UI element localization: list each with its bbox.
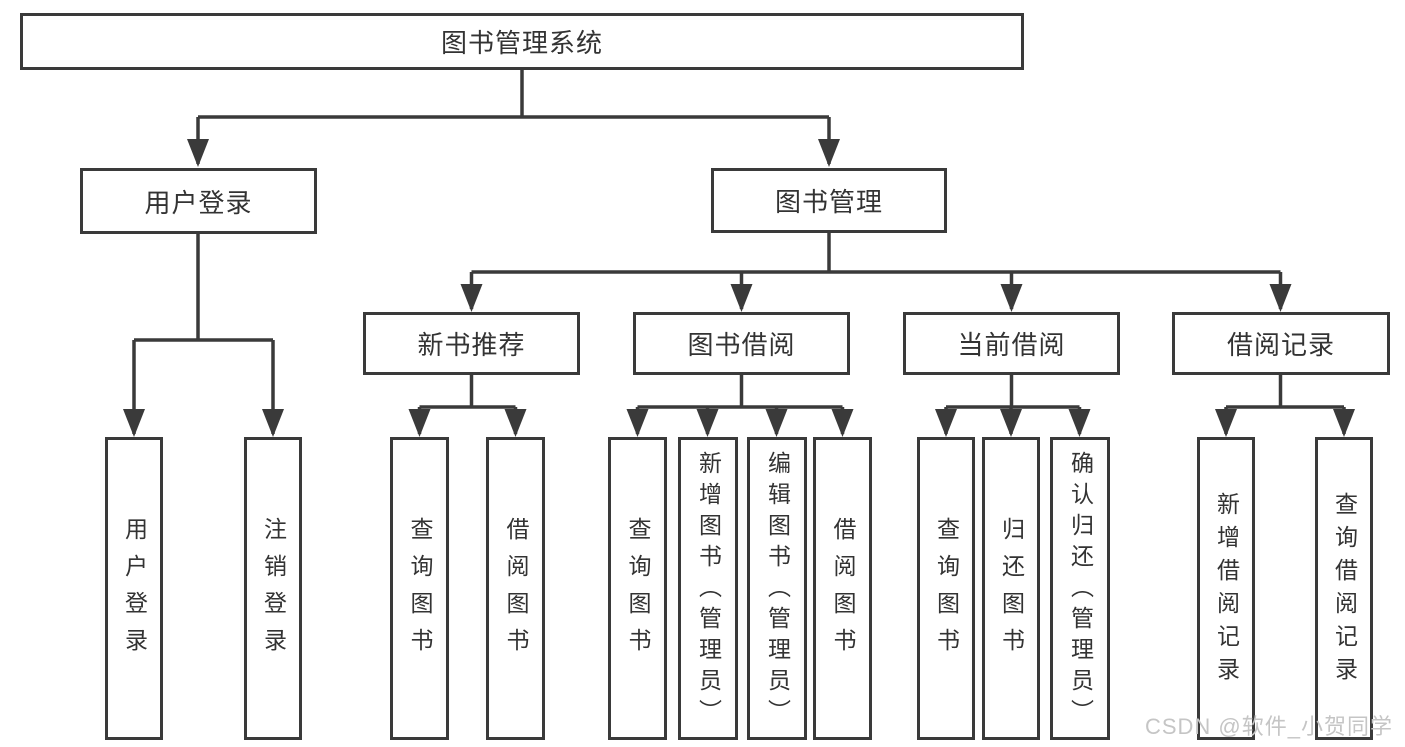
leaf-bb-query-books: 查询图书 [608,437,667,740]
leaf-br-add-record: 新增借阅记录 [1197,437,1255,740]
node-book-management: 图书管理 [711,168,947,233]
node-new-book-recommend: 新书推荐 [363,312,580,375]
node-borrow-records: 借阅记录 [1172,312,1390,375]
node-book-borrowing: 图书借阅 [633,312,850,375]
node-current-borrowing: 当前借阅 [903,312,1120,375]
leaf-user-login: 用户登录 [105,437,163,740]
node-user-login: 用户登录 [80,168,317,234]
leaf-nb-query-books: 查询图书 [390,437,449,740]
node-library-system: 图书管理系统 [20,13,1024,70]
leaf-br-query-record: 查询借阅记录 [1315,437,1373,740]
leaf-cb-confirm-return-admin: 确认归还（管理员） [1050,437,1110,740]
leaf-nb-borrow-books: 借阅图书 [486,437,545,740]
csdn-watermark: CSDN @软件_小贺同学 [1144,714,1393,739]
leaf-cb-query-books: 查询图书 [917,437,975,740]
leaf-bb-borrow-books: 借阅图书 [813,437,872,740]
leaf-cb-return-books: 归还图书 [982,437,1040,740]
leaf-bb-add-books-admin: 新增图书（管理员） [678,437,738,740]
leaf-bb-edit-books-admin: 编辑图书（管理员） [747,437,807,740]
leaf-logout: 注销登录 [244,437,302,740]
